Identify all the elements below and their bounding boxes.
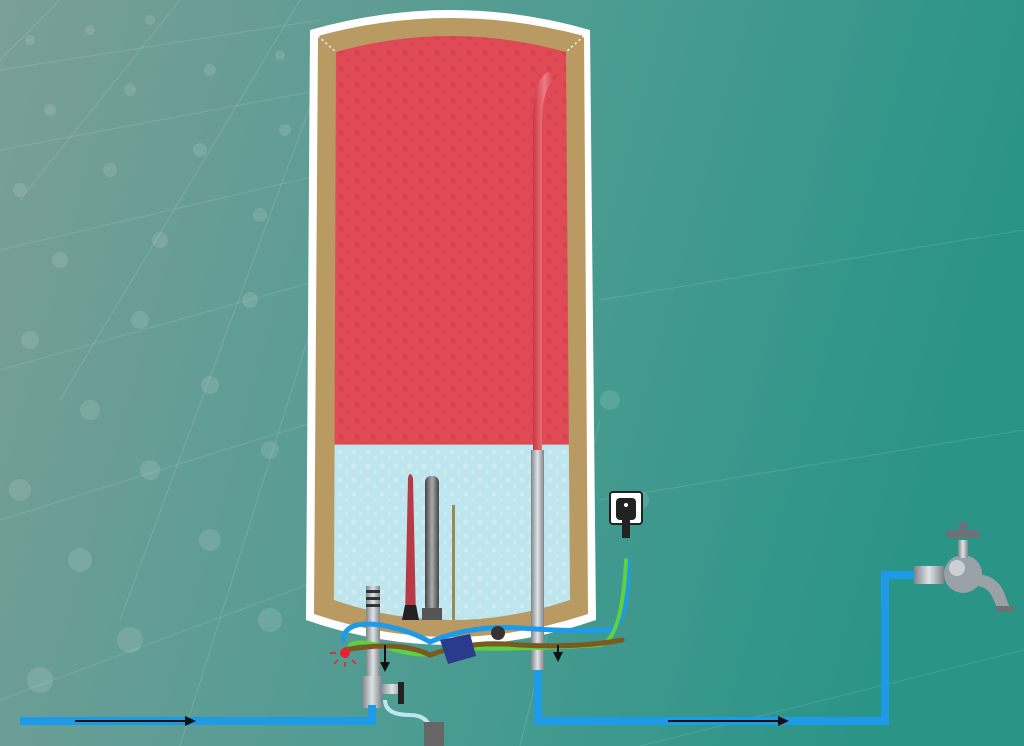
- heating-element-icon: [402, 474, 419, 620]
- thermostat-control-box: [440, 626, 505, 664]
- safety-valve-icon: [362, 676, 444, 746]
- anode-rod-icon: [422, 476, 442, 620]
- hot-water-supply-pipe: [534, 571, 918, 725]
- pressure-relief-indicator: [330, 648, 357, 667]
- flow-arrow-icon: [75, 716, 789, 726]
- thermostat-icon: [452, 505, 455, 620]
- faucet-icon: [914, 522, 1014, 612]
- power-plug-icon: [609, 491, 643, 538]
- background-dots: [9, 15, 649, 693]
- cold-water-inlet-pipe: [366, 586, 380, 678]
- hot-water-outlet-pipe: [531, 72, 556, 670]
- flow-arrow-icon: [380, 645, 563, 672]
